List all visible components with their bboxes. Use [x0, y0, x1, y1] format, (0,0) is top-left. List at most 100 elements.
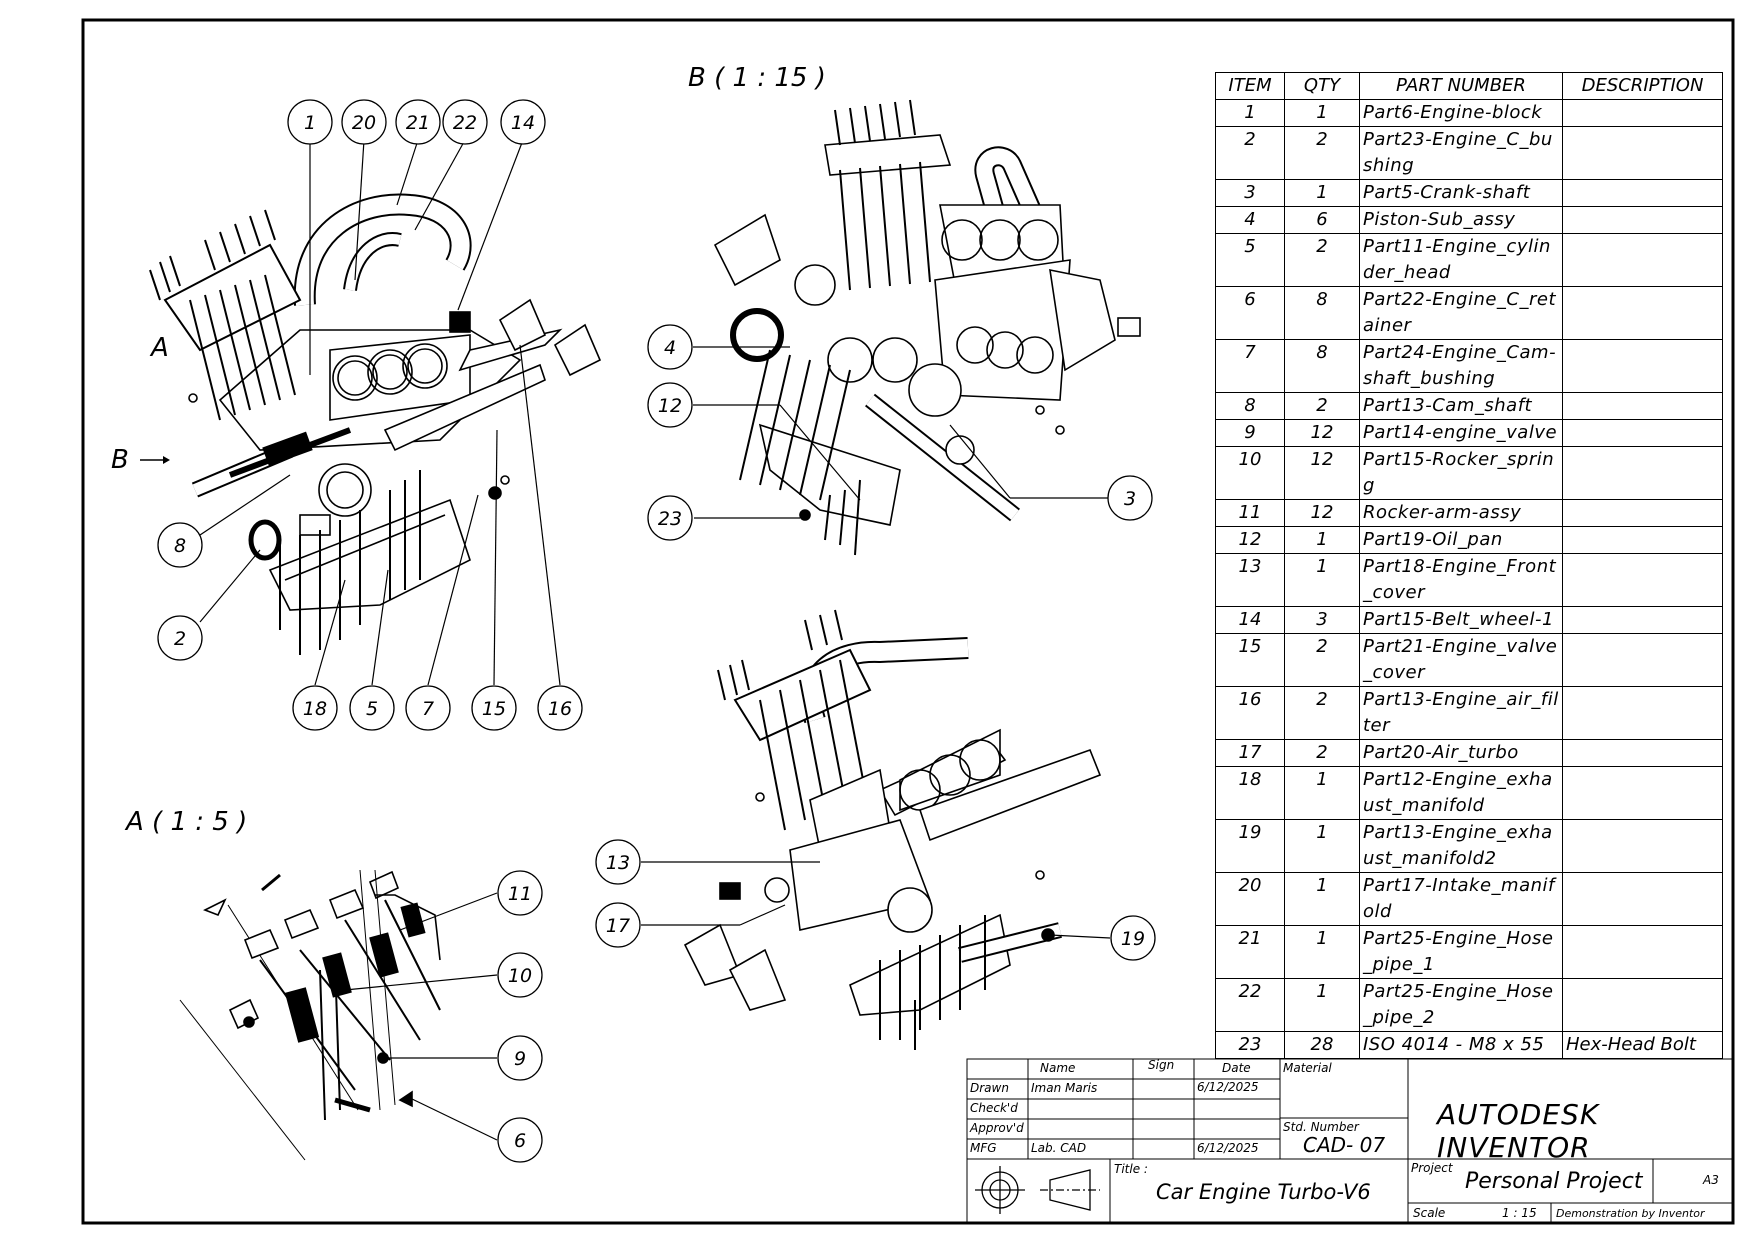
balloon-item-20: 20: [341, 99, 387, 145]
bom-item-cell: 14: [1215, 606, 1285, 634]
balloon-label: 6: [514, 1130, 526, 1152]
bom-part-number-cell: Part20-Air_turbo: [1359, 739, 1563, 767]
bom-qty-cell: 12: [1284, 446, 1360, 500]
balloon-label: 4: [664, 337, 676, 359]
balloon-label: 5: [366, 698, 378, 720]
bom-item-cell: 9: [1215, 419, 1285, 447]
bom-part-number-cell: Part12-Engine_exhaust_manifold: [1359, 766, 1563, 820]
bom-item-cell: 4: [1215, 206, 1285, 234]
bom-qty-cell: 1: [1284, 766, 1360, 820]
balloon-item-22: 22: [442, 99, 488, 145]
bom-description-cell: [1562, 872, 1723, 926]
bom-item-cell: 5: [1215, 233, 1285, 287]
tb-mfg-label: MFG: [970, 1141, 997, 1155]
bom-description-cell: [1562, 819, 1723, 873]
bom-part-number-cell: Part18-Engine_Front_cover: [1359, 553, 1563, 607]
bom-item-cell: 3: [1215, 179, 1285, 207]
bom-description-cell: [1562, 766, 1723, 820]
bom-header-row: ITEM QTY PART NUMBER DESCRIPTION: [1215, 72, 1723, 100]
balloon-label: 10: [508, 965, 532, 987]
tb-material-label: Material: [1283, 1061, 1332, 1075]
bom-item-cell: 6: [1215, 286, 1285, 340]
balloon-circle: [471, 685, 517, 731]
balloon-label: 11: [508, 883, 532, 905]
bom-description-cell: [1562, 526, 1723, 554]
balloon-label: 12: [658, 395, 682, 417]
bom-qty-cell: 2: [1284, 739, 1360, 767]
bom-description-cell: Hex-Head Bolt: [1562, 1031, 1723, 1059]
balloon-circle: [157, 615, 203, 661]
bom-qty-cell: 1: [1284, 819, 1360, 873]
tb-drawn-date: 6/12/2025: [1197, 1080, 1259, 1094]
tb-title: Car Engine Turbo-V6: [1156, 1180, 1371, 1204]
bom-item-cell: 23: [1215, 1031, 1285, 1059]
balloon-item-7: 7: [405, 685, 451, 731]
balloon-label: 14: [511, 112, 535, 134]
balloon-circle: [537, 685, 583, 731]
balloon-circle: [647, 382, 693, 428]
balloon-item-23: 23: [647, 495, 693, 541]
tb-sheet-size: A3: [1703, 1173, 1719, 1187]
view-a-leaders: [344, 892, 498, 1141]
bom-qty-cell: 12: [1284, 499, 1360, 527]
bom-description-cell: [1562, 392, 1723, 420]
iso-exploded-view: [683, 609, 1102, 1050]
bom-item-cell: 13: [1215, 553, 1285, 607]
bom-description-cell: [1562, 99, 1723, 127]
bom-part-number-cell: Part25-Engine_Hose_pipe_1: [1359, 925, 1563, 979]
bom-qty-cell: 1: [1284, 553, 1360, 607]
tb-col-name: Name: [1040, 1061, 1076, 1075]
bom-description-cell: [1562, 446, 1723, 500]
bom-part-number-cell: Part6-Engine-block: [1359, 99, 1563, 127]
bom-description-cell: [1562, 179, 1723, 207]
bom-header-part-number: PART NUMBER: [1359, 72, 1563, 100]
tb-std-number-label: Std. Number: [1283, 1120, 1359, 1134]
balloon-circle: [287, 99, 333, 145]
balloon-circle: [595, 902, 641, 948]
balloon-item-15: 15: [471, 685, 517, 731]
balloon-circle: [349, 685, 395, 731]
bom-qty-cell: 2: [1284, 633, 1360, 687]
bom-part-number-cell: Part13-Engine_air_filter: [1359, 686, 1563, 740]
bom-part-number-cell: Part15-Rocker_spring: [1359, 446, 1563, 500]
bom-qty-cell: 2: [1284, 126, 1360, 180]
tb-col-sign: Sign: [1148, 1058, 1175, 1072]
tb-project-label: Project: [1411, 1161, 1453, 1175]
balloon-label: 3: [1124, 488, 1136, 510]
bom-description-cell: [1562, 606, 1723, 634]
balloon-item-9: 9: [497, 1035, 543, 1081]
bom-description-cell: [1562, 739, 1723, 767]
bom-part-number-cell: Part15-Belt_wheel-1: [1359, 606, 1563, 634]
balloon-label: 20: [352, 112, 376, 134]
balloon-circle: [497, 1035, 543, 1081]
tb-std-number: CAD- 07: [1303, 1133, 1386, 1157]
bom-description-cell: [1562, 419, 1723, 447]
balloon-circle: [497, 870, 543, 916]
bom-part-number-cell: Part11-Engine_cylinder_head: [1359, 233, 1563, 287]
balloon-item-10: 10: [497, 952, 543, 998]
balloon-item-14: 14: [500, 99, 546, 145]
bom-description-cell: [1562, 286, 1723, 340]
balloon-label: 23: [658, 508, 682, 530]
bom-qty-cell: 1: [1284, 179, 1360, 207]
balloon-label: 18: [303, 698, 327, 720]
balloon-item-11: 11: [497, 870, 543, 916]
tb-project: Personal Project: [1465, 1169, 1643, 1194]
bom-part-number-cell: Part22-Engine_C_retainer: [1359, 286, 1563, 340]
bom-item-cell: 11: [1215, 499, 1285, 527]
balloon-label: 21: [406, 112, 430, 134]
balloon-item-5: 5: [349, 685, 395, 731]
view-b-label: B ( 1 : 15 ): [688, 63, 826, 93]
